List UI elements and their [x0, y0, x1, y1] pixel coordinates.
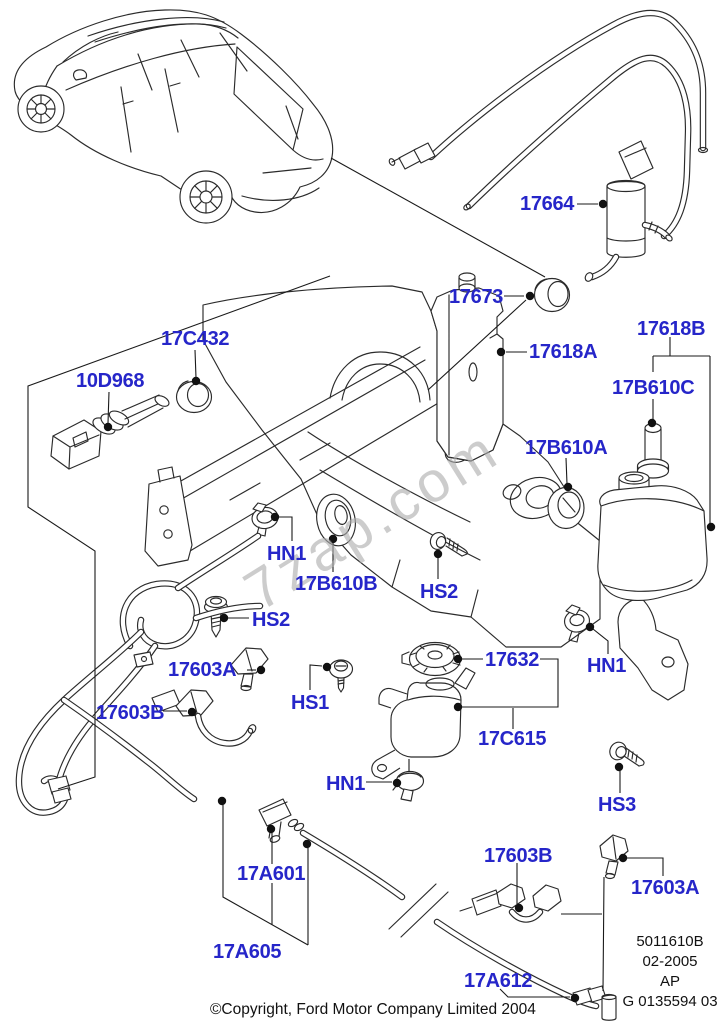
filler-cap-17632-drawing	[402, 643, 461, 676]
part-label-HN1-3[interactable]: HN1	[587, 655, 627, 677]
screw-HS1-drawing	[330, 660, 353, 692]
part-label-17618A[interactable]: 17618A	[529, 341, 598, 363]
part-label-17603B-1[interactable]: 17603B	[96, 702, 165, 724]
apron-panel-assembly-drawing	[145, 273, 600, 647]
part-label-17B610A[interactable]: 17B610A	[525, 437, 608, 459]
part-label-17673[interactable]: 17673	[449, 286, 504, 308]
rear-washer-hose-drawing	[259, 799, 616, 1020]
filler-pipe-17B610C-drawing	[638, 424, 669, 479]
part-label-17A601[interactable]: 17A601	[237, 863, 306, 885]
washer-hose-bundle-drawing	[19, 536, 260, 813]
part-label-17C432[interactable]: 17C432	[161, 328, 230, 350]
part-label-HS1[interactable]: HS1	[291, 692, 330, 714]
part-label-17B610B[interactable]: 17B610B	[295, 573, 378, 595]
part-label-17632[interactable]: 17632	[485, 649, 540, 671]
part-label-HN1-1[interactable]: HN1	[267, 543, 307, 565]
copyright-notice: ©Copyright, Ford Motor Company Limited 2…	[210, 1001, 536, 1018]
reservoir-17C615-drawing	[372, 668, 475, 779]
plate-number: 5011610B	[636, 933, 704, 950]
part-label-HS2-2[interactable]: HS2	[252, 609, 291, 631]
washer-jet-17603B-right-drawing	[460, 884, 561, 920]
part-label-17C615[interactable]: 17C615	[478, 728, 547, 750]
plate-code: AP	[659, 973, 680, 990]
part-label-17618B[interactable]: 17618B	[637, 318, 706, 340]
part-label-17A605[interactable]: 17A605	[213, 941, 282, 963]
plate-revision: G 0135594 03	[622, 993, 718, 1010]
grommet-17B610A-drawing	[548, 488, 584, 529]
part-label-HS3[interactable]: HS3	[598, 794, 637, 816]
screw-HS2-right-drawing	[428, 530, 467, 556]
plate-date: 02-2005	[642, 953, 698, 970]
part-label-17B610C[interactable]: 17B610C	[612, 377, 695, 399]
grommet-17B610B-drawing	[312, 491, 360, 550]
screw-HS2-left-drawing	[205, 597, 228, 638]
callout-leader-lines	[28, 158, 716, 1003]
part-label-17603B-2[interactable]: 17603B	[484, 845, 553, 867]
washer-reservoir-drawing	[598, 472, 707, 700]
part-label-17603A-1[interactable]: 17603A	[168, 659, 237, 681]
washer-hose-front-drawing	[388, 13, 707, 236]
washer-jet-17603B-left-drawing	[152, 690, 257, 743]
clip-HN1-right-drawing	[563, 605, 591, 642]
grommet-17C432-drawing	[177, 381, 212, 413]
part-label-10D968[interactable]: 10D968	[76, 370, 145, 392]
car-illustration	[14, 10, 332, 223]
part-label-17664[interactable]: 17664	[520, 193, 575, 215]
part-label-17603A-2[interactable]: 17603A	[631, 877, 700, 899]
diagram-plate-info: 5011610B 02-2005 AP G 0135594 03	[616, 932, 722, 1012]
grommet-17673-drawing	[535, 279, 570, 312]
part-label-HS2-1[interactable]: HS2	[420, 581, 459, 603]
washer-pump-drawing	[584, 141, 674, 283]
part-label-HN1-2[interactable]: HN1	[326, 773, 366, 795]
screw-HS3-drawing	[607, 739, 644, 766]
part-label-17A612[interactable]: 17A612	[464, 970, 533, 992]
washer-jet-17603A-right-drawing	[600, 835, 628, 879]
level-sensor-drawing	[51, 394, 171, 469]
